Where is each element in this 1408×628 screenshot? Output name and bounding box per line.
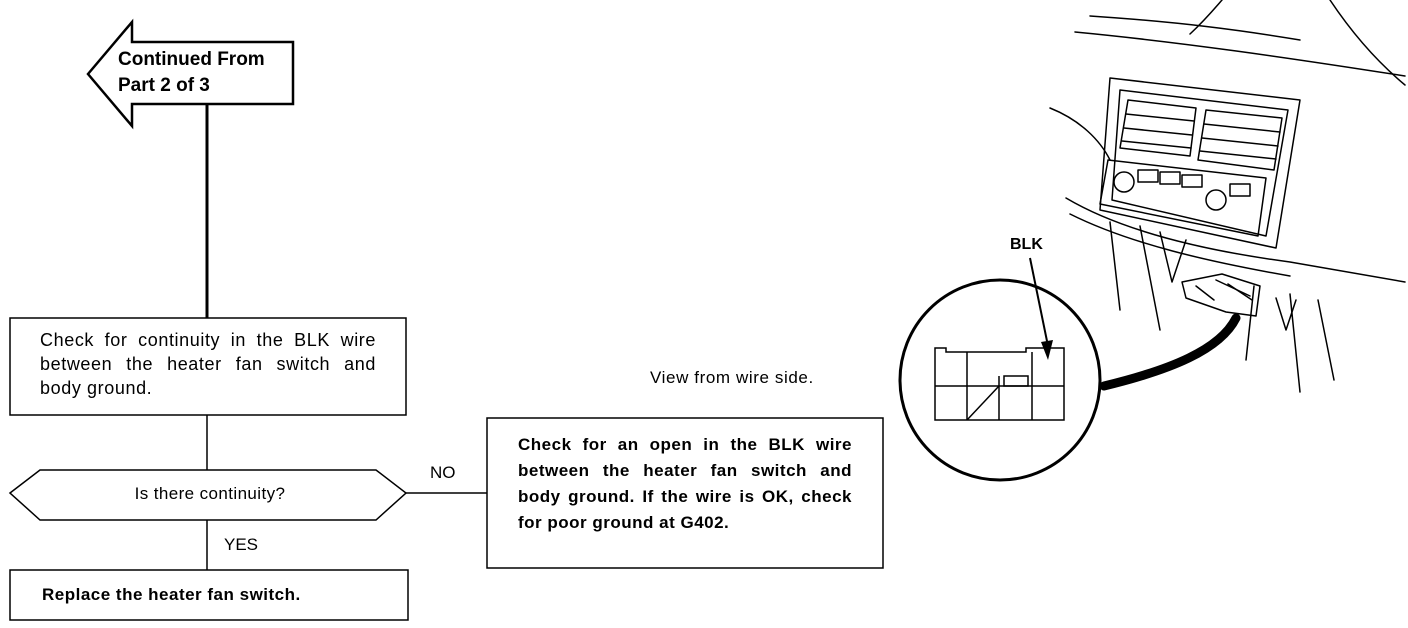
view-caption: View from wire side. [650,368,814,387]
check-continuity-box [9,317,407,416]
decision-shape [8,469,408,521]
blk-pointer-arrow [1029,257,1053,360]
continued-from-arrow [86,18,295,130]
connector-magnifier [898,278,1102,482]
continued-from-label: Continued From Part 2 of 3 [118,49,265,96]
blk-wire-label: BLK [1010,236,1043,253]
yes-branch-label: YES [224,535,259,554]
decision-text: Is there continuity? [134,484,286,503]
open-circuit-box [486,417,884,569]
check-continuity-text: Check for continuity in the BLK wire bet… [40,330,376,398]
replace-switch-text: Replace the heater fan switch. [42,585,301,604]
dashboard-illustration [1049,0,1406,393]
connector-face [934,347,1065,421]
no-branch-label: NO [430,463,456,482]
wire-harness [1099,313,1241,391]
replace-switch-box [9,569,409,621]
open-circuit-text: Check for an open in the BLK wire betwee… [518,435,852,532]
